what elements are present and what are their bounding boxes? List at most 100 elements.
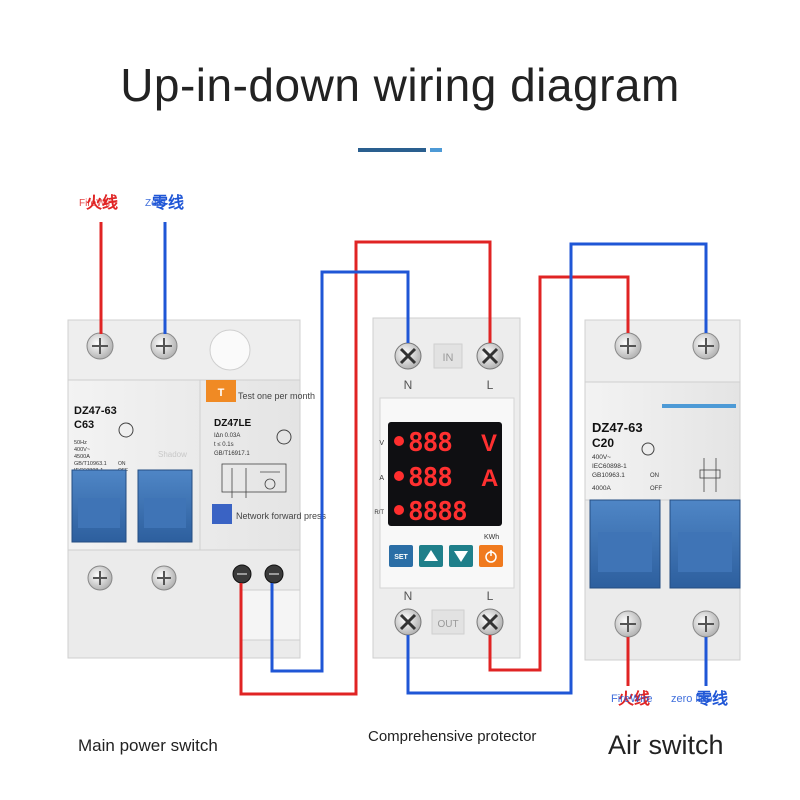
protector-in-screw-n [394,342,422,370]
protector-bottom-n: N [404,589,413,603]
air-toggle-right[interactable] [669,499,741,589]
main-spec-1: 400V~ [74,447,90,453]
caption-air-switch: Air switch [608,730,724,760]
title-underline [358,148,426,152]
protector-top-n: N [404,378,413,392]
indicator-led-rt [394,505,404,515]
air-rating: C20 [592,436,614,450]
protector-out-screw-l [476,608,504,636]
air-accent-bar [662,404,736,408]
main-spec-3: GB/T10963.1 [74,461,107,467]
circuit-schematic-icon [221,463,287,498]
air-ccc-icon [641,442,655,456]
network-square-icon [212,504,232,524]
leakage-model: DZ47LE [214,418,252,429]
air-top-screw-right [692,332,720,360]
protector-out-screw-n [394,608,422,636]
readout-rt: 8888 [408,497,467,527]
main-output-screw-right [264,564,284,584]
air-model: DZ47-63 [592,420,643,435]
row-label-rt: R/T [374,510,384,516]
triangle-up-icon [424,550,438,561]
indicator-led-a [394,471,404,481]
set-button[interactable]: SET [389,545,413,567]
protector-bottom-l: L [487,589,494,603]
protector-in-label: IN [443,352,454,364]
main-power-switch: DZ47-63 C63 50Hz 400V~ 4500A GB/T10963.1… [67,319,327,659]
main-model: DZ47-63 [74,405,117,417]
leakage-spec-2: GB/T16917.1 [214,451,250,457]
main-spec-2: 4500A [74,454,90,460]
wires [99,222,708,696]
main-spec-0: 50Hz [74,440,87,446]
main-to-protector-fire-wire [239,240,492,696]
ccc-mark-icon [118,422,134,438]
protector-display [388,422,502,526]
air-bottom-screw-right [692,610,720,638]
power-button[interactable] [479,545,503,567]
top-fire-en: FireWire [79,198,117,209]
title-underline-accent [430,148,442,152]
protector-in-screw-l [476,342,504,370]
air-bottom-screw-left [614,610,642,638]
readout-v-unit: V [481,430,497,457]
air-spec-3: 4000A [592,485,611,492]
main-top-screw-left [86,332,114,360]
top-zero-cn: 零线 [151,193,184,212]
outgoing-labels: 火线 FireWire 零线 zero line [611,689,728,708]
readout-a-unit: A [481,465,498,492]
bottom-fire-cn: 火线 [618,689,650,708]
air-on-label: ON [650,473,659,479]
comprehensive-protector: IN N L V A R/T 888 V 888 A 8888 KWh SET [372,317,521,659]
main-shadow-label: Shadow [158,450,187,459]
air-spec-1: IEC60898-1 [592,463,627,470]
leakage-spec-0: IΔn 0.03A [214,433,240,439]
main-toggle-right[interactable] [137,469,193,543]
main-output-screw-left [232,564,252,584]
supply-labels: 火线 FireWire 零线 Zero [79,193,184,212]
air-switch: DZ47-63 C20 400V~ IEC60898-1 GB10963.1 4… [584,319,741,661]
main-rating: C63 [74,419,94,431]
test-button-letter: T [218,387,225,399]
readout-a: 888 [408,463,452,493]
main-toggle-left[interactable] [71,469,127,543]
top-fire-cn: 火线 [86,193,118,212]
protector-top-l: L [487,378,494,392]
set-button-label: SET [394,554,408,561]
energy-unit: KWh [484,534,499,541]
main-bottom-screw-right [151,565,177,591]
network-note: Network forward press [236,511,327,521]
caption-main-power-switch: Main power switch [78,736,218,755]
triangle-down-icon [454,551,468,562]
bottom-zero-cn: 零线 [695,689,728,708]
test-note: Test one per month [238,391,315,401]
main-to-protector-zero-wire [270,270,410,673]
caption-comprehensive-protector: Comprehensive protector [368,728,537,745]
readout-v: 888 [408,428,452,458]
air-spec-2: GB10963.1 [592,472,625,479]
leakage-ccc-icon [276,429,292,445]
air-schematic-icon [699,458,721,492]
protector-to-air-zero-wire [406,242,708,695]
down-button[interactable] [449,545,473,567]
top-zero-en: Zero [145,198,166,209]
main-bottom-screw-left [87,565,113,591]
row-label-a: A [379,475,384,482]
protector-out-label: OUT [437,619,458,630]
air-top-screw-left [614,332,642,360]
indicator-led-v [394,436,404,446]
air-spec-0: 400V~ [592,454,611,461]
air-toggle-left[interactable] [589,499,661,589]
main-top-screw-right [150,332,178,360]
protector-to-air-fire-wire [488,275,630,672]
air-off-label: OFF [650,486,662,492]
main-on-label: ON [118,461,126,467]
test-button[interactable] [206,380,236,402]
up-button[interactable] [419,545,443,567]
bottom-fire-en: FireWire [611,693,653,705]
row-label-v: V [379,440,384,447]
page-title: Up-in-down wiring diagram [120,59,680,111]
leakage-spec-1: t ≤ 0.1s [214,442,234,448]
bottom-zero-en: zero line [671,693,713,705]
